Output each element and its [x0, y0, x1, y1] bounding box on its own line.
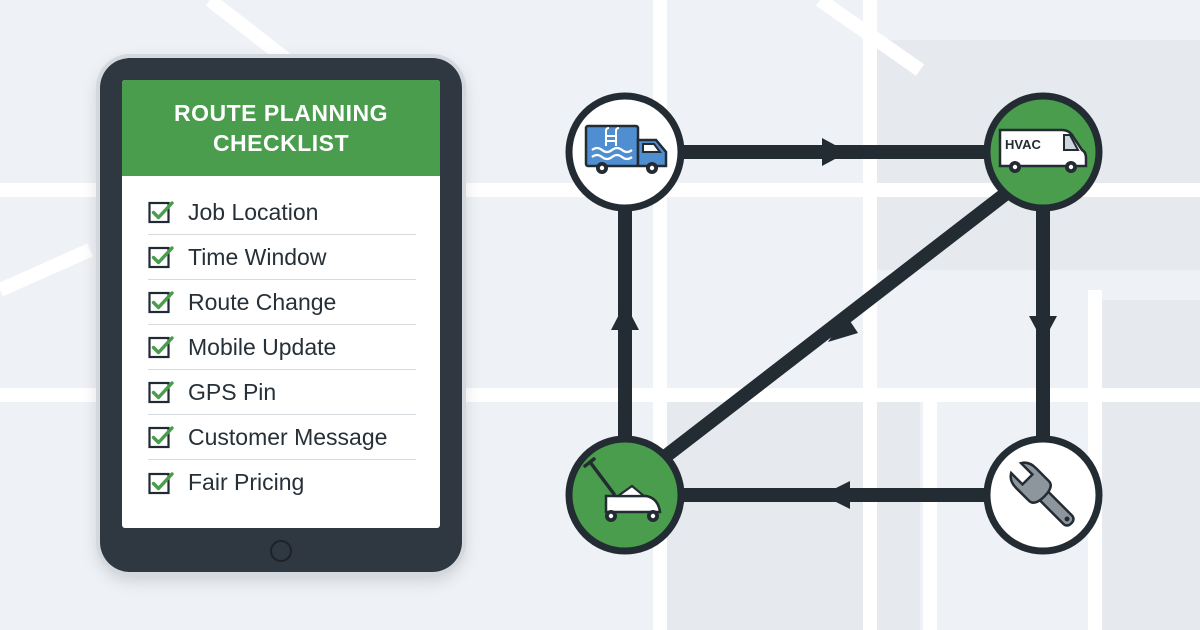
checkbox-checked-icon	[148, 426, 174, 449]
checklist: Job Location Time Window Route Change Mo…	[122, 190, 440, 505]
node-pool-service	[565, 92, 685, 212]
checklist-item-time-window: Time Window	[148, 235, 416, 280]
checklist-item-label: Job Location	[188, 198, 319, 225]
hvac-label: HVAC	[1005, 137, 1041, 152]
arrowhead-right	[822, 138, 848, 166]
tablet-home-button	[270, 540, 292, 562]
hvac-van-icon: HVAC	[998, 128, 1088, 173]
checklist-item-label: GPS Pin	[188, 378, 277, 405]
checklist-item-mobile-update: Mobile Update	[148, 325, 416, 370]
checklist-header: ROUTE PLANNING CHECKLIST	[122, 80, 440, 176]
connector-hvac-to-mower	[661, 189, 1009, 462]
checklist-screen: ROUTE PLANNING CHECKLIST Job Location Ti…	[122, 80, 440, 528]
checkbox-checked-icon	[148, 246, 174, 269]
arrowhead-down	[1029, 316, 1057, 342]
node-handyman	[983, 435, 1103, 555]
checkbox-checked-icon	[148, 381, 174, 404]
checklist-title-line-1: ROUTE PLANNING	[174, 100, 388, 126]
checklist-item-customer-message: Customer Message	[148, 415, 416, 460]
checklist-item-label: Mobile Update	[188, 333, 337, 360]
checklist-item-job-location: Job Location	[148, 190, 416, 235]
checklist-item-label: Fair Pricing	[188, 469, 305, 495]
checkbox-checked-icon	[148, 201, 174, 224]
checklist-item-label: Time Window	[188, 243, 327, 270]
tablet-device: ROUTE PLANNING CHECKLIST Job Location Ti…	[100, 58, 462, 572]
wrench-icon	[1009, 461, 1075, 527]
route-arrowheads	[611, 138, 1057, 509]
checklist-title-line-2: CHECKLIST	[212, 130, 350, 156]
checklist-item-fair-pricing: Fair Pricing	[148, 460, 416, 505]
lawn-mower-icon	[583, 457, 662, 522]
checkbox-checked-icon	[148, 336, 174, 359]
pool-service-truck-icon	[584, 124, 668, 174]
checklist-item-route-change: Route Change	[148, 280, 416, 325]
checkbox-checked-icon	[148, 291, 174, 314]
arrowhead-up	[611, 303, 639, 330]
checklist-item-label: Customer Message	[188, 423, 388, 450]
arrowhead-diagonal	[828, 315, 858, 342]
route-connectors	[618, 145, 1050, 502]
checklist-item-gps-pin: GPS Pin	[148, 370, 416, 415]
node-hvac: HVAC	[983, 92, 1103, 212]
node-lawn-care	[565, 435, 685, 555]
checkbox-checked-icon	[148, 471, 174, 494]
checklist-item-label: Route Change	[188, 288, 337, 315]
arrowhead-left	[822, 481, 850, 509]
